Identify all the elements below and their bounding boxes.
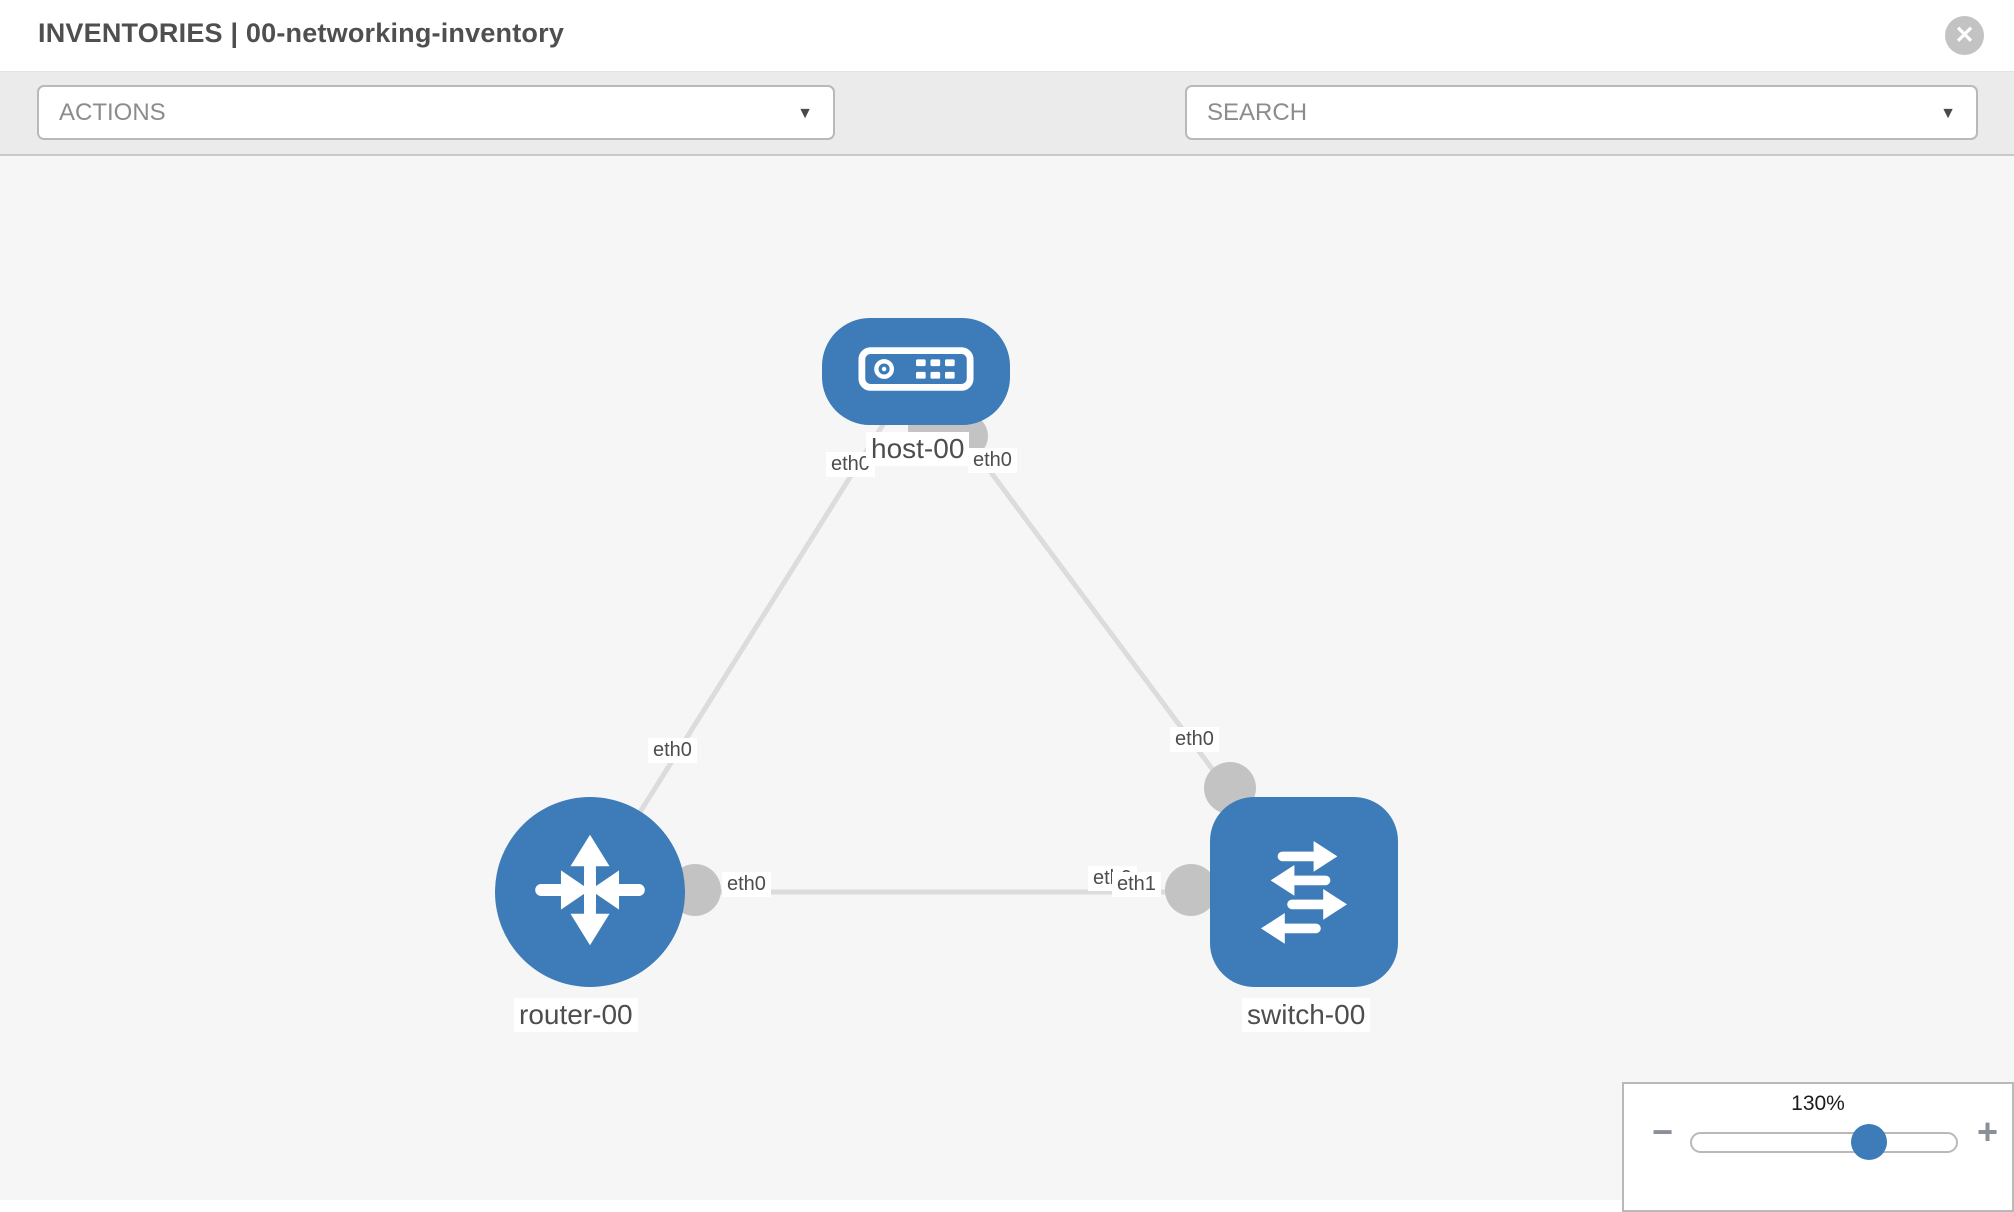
- toolbar: ACTIONS ▼ SEARCH ▼: [0, 72, 2014, 203]
- interface-label: eth0: [648, 738, 697, 763]
- node-label-host: host-00: [866, 432, 970, 466]
- node-router-00[interactable]: [495, 797, 685, 987]
- zoom-slider-handle[interactable]: [1851, 1124, 1887, 1160]
- node-label-router: router-00: [514, 998, 638, 1032]
- minus-icon: −: [1652, 1111, 1674, 1152]
- zoom-slider-track[interactable]: [1690, 1132, 1958, 1153]
- server-icon: [858, 346, 974, 397]
- close-button[interactable]: ✕: [1945, 16, 1984, 55]
- node-switch-00[interactable]: [1210, 797, 1398, 987]
- chevron-down-icon: ▼: [797, 105, 813, 122]
- interface-label: eth0: [968, 448, 1017, 473]
- zoom-out-button[interactable]: −: [1652, 1114, 1673, 1150]
- search-placeholder: SEARCH: [1207, 98, 1308, 126]
- actions-dropdown[interactable]: ACTIONS ▼: [37, 85, 835, 140]
- topology-canvas[interactable]: eth0 host-00 eth0 eth0 eth0 eth0 eth0 et…: [0, 156, 2014, 1200]
- zoom-in-button[interactable]: +: [1977, 1114, 1998, 1150]
- actions-dropdown-label: ACTIONS: [59, 98, 166, 126]
- plus-icon: +: [1976, 1111, 1998, 1152]
- page-title: INVENTORIES | 00-networking-inventory: [38, 18, 565, 48]
- zoom-level: 130%: [1791, 1092, 1845, 1115]
- zoom-panel: 130% − +: [1622, 1082, 2014, 1212]
- switch-arrows-icon: [1244, 828, 1364, 957]
- links-layer: [587, 370, 1307, 916]
- node-host-00[interactable]: [822, 318, 1010, 425]
- modal-header: INVENTORIES | 00-networking-inventory ✕: [0, 0, 2014, 72]
- interface-label: eth1: [1112, 872, 1161, 897]
- chevron-down-icon: ▼: [1940, 105, 1956, 122]
- search-dropdown[interactable]: SEARCH ▼: [1185, 85, 1978, 140]
- close-icon: ✕: [1954, 21, 1975, 49]
- router-arrows-icon: [524, 824, 656, 961]
- node-label-switch: switch-00: [1242, 998, 1371, 1032]
- interface-label: eth0: [1170, 727, 1219, 752]
- interface-label: eth0: [722, 872, 771, 897]
- interface-label: eth0: [826, 452, 875, 477]
- port-switch-eth1: [1165, 864, 1217, 916]
